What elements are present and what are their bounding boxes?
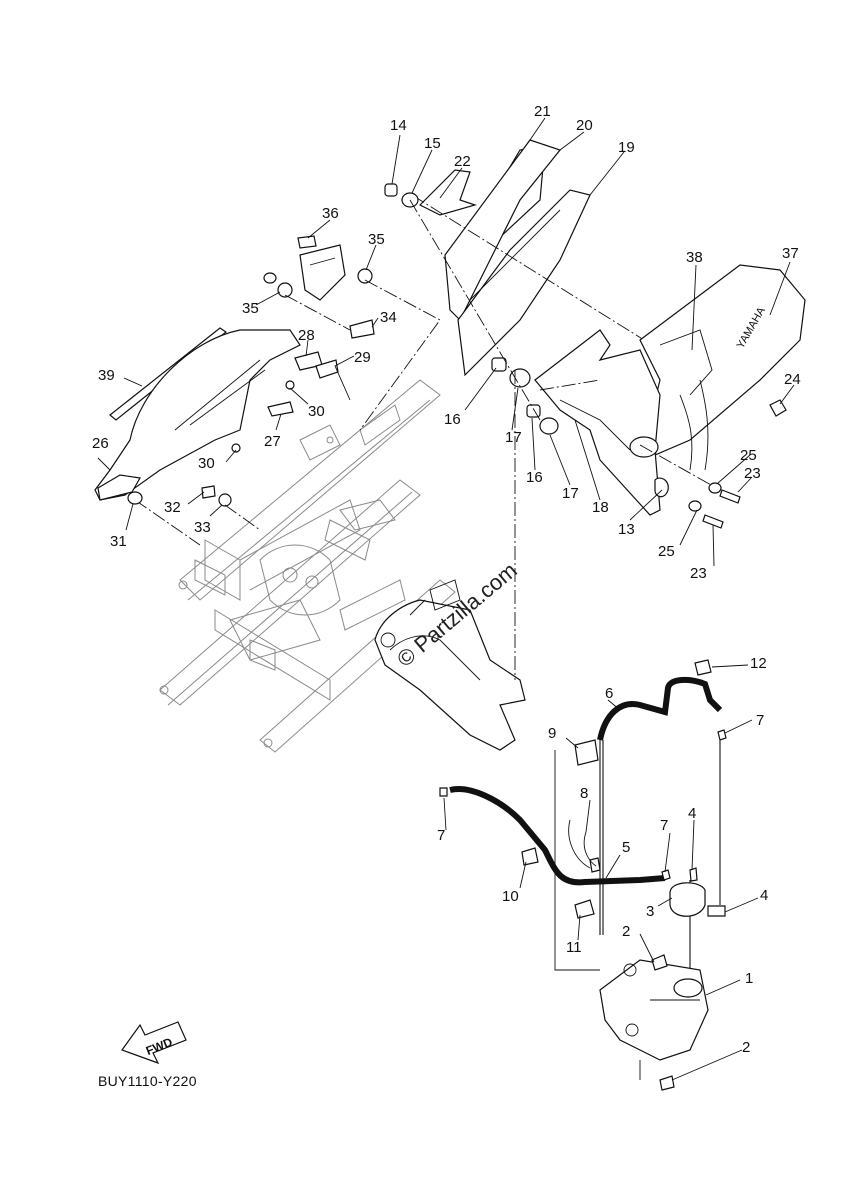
callout-39: 39	[98, 367, 115, 384]
callout-37: 37	[782, 245, 799, 262]
callout-28: 28	[298, 327, 315, 344]
leader-lines	[97, 117, 795, 1081]
callout-2b: 2	[742, 1039, 750, 1056]
grommet-17a	[509, 368, 531, 388]
collar-35b	[277, 282, 293, 298]
callout-19: 19	[618, 139, 635, 156]
valve-3	[669, 882, 706, 917]
bolt-23a	[719, 489, 741, 504]
clamp-10	[521, 847, 539, 866]
nut-24	[769, 399, 787, 417]
callout-6: 6	[605, 685, 613, 702]
callout-23a: 23	[744, 465, 761, 482]
callout-17a: 17	[505, 429, 522, 446]
grommet-31	[127, 491, 143, 505]
frame-drawing	[159, 379, 456, 753]
callout-1: 1	[745, 970, 753, 987]
callout-4a: 4	[688, 805, 696, 822]
callout-27: 27	[264, 433, 281, 450]
callout-30a: 30	[308, 403, 325, 420]
callout-16a: 16	[444, 411, 461, 428]
callout-35a: 35	[368, 231, 385, 248]
grommet-17b	[539, 417, 559, 435]
rivet-30b	[231, 443, 241, 453]
bolt-32	[201, 485, 216, 499]
callout-13: 13	[618, 521, 635, 538]
callout-26: 26	[92, 435, 109, 452]
diagram-code: BUY1110-Y220	[98, 1073, 197, 1089]
callout-11: 11	[566, 939, 582, 956]
callout-38: 38	[686, 249, 703, 266]
callout-10: 10	[502, 888, 519, 905]
callout-2a: 2	[622, 923, 630, 940]
washer-25a	[708, 482, 722, 494]
callout-35b: 35	[242, 300, 259, 317]
callout-14: 14	[390, 117, 407, 134]
callout-20: 20	[576, 117, 593, 134]
callout-33: 33	[194, 519, 211, 536]
bolt-2b	[659, 1075, 675, 1091]
clamp-11	[574, 899, 595, 919]
clip-27	[267, 401, 294, 417]
collar-33	[218, 493, 232, 507]
washer-25b	[688, 500, 702, 512]
grommet-group	[384, 183, 787, 680]
callout-15: 15	[424, 135, 441, 152]
callout-18: 18	[592, 499, 609, 516]
bolt-2a	[651, 954, 668, 971]
callout-21: 21	[534, 103, 551, 120]
callout-12: 12	[750, 655, 767, 672]
callout-8: 8	[580, 785, 588, 802]
callout-4b: 4	[760, 887, 768, 904]
callout-29: 29	[354, 349, 371, 366]
clamp-9	[574, 739, 599, 766]
rear-cover-group	[94, 327, 339, 546]
callout-23b: 23	[690, 565, 707, 582]
side-panel-group	[411, 139, 661, 377]
callout-7b: 7	[437, 827, 445, 844]
tank-1	[599, 959, 709, 1061]
bolt-36	[297, 235, 317, 249]
grommet-16a	[491, 357, 507, 372]
callout-24: 24	[784, 371, 801, 388]
callouts: 1 2 2 3 4 4 5 6 7 7 7 8 9 10 11 12 13 14…	[92, 103, 801, 1056]
callout-16b: 16	[526, 469, 543, 486]
callout-31: 31	[110, 533, 127, 550]
callout-36: 36	[322, 205, 339, 222]
clamp-12	[694, 659, 712, 676]
callout-3: 3	[646, 903, 654, 920]
callout-25b: 25	[658, 543, 675, 560]
bracket-group	[127, 235, 441, 531]
side-bracket	[374, 579, 526, 751]
callout-5: 5	[622, 839, 630, 856]
callout-17b: 17	[562, 485, 579, 502]
callout-7c: 7	[660, 817, 668, 834]
side-cover-group: YAMAHA	[534, 264, 806, 516]
callout-30b: 30	[198, 455, 215, 472]
callout-25a: 25	[740, 447, 757, 464]
callout-34: 34	[380, 309, 397, 326]
fwd-arrow-icon: FWD	[121, 1021, 187, 1065]
bolt-23b	[702, 514, 724, 529]
callout-22: 22	[454, 153, 471, 170]
hose-group	[439, 659, 727, 1091]
callout-9: 9	[548, 725, 556, 742]
grommet-14	[384, 183, 398, 197]
callout-7a: 7	[756, 712, 764, 729]
callout-32: 32	[164, 499, 181, 516]
grommet-16b	[526, 404, 541, 418]
collar-35a	[357, 268, 373, 284]
bolt-34	[349, 319, 375, 339]
rivet-30a	[285, 380, 295, 390]
